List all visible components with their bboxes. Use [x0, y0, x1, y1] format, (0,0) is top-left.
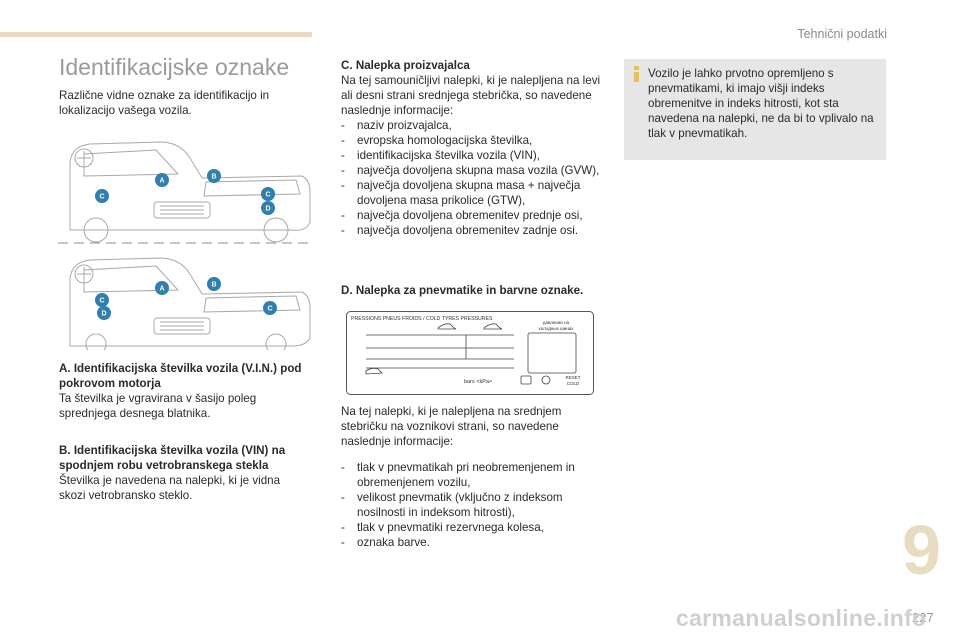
list-item: oznaka barve.	[341, 535, 611, 550]
vehicle-illustration: A B C C D A B C D C	[58, 141, 311, 350]
section-c-list: naziv proizvajalca, evropska homologacij…	[341, 118, 611, 238]
marker-d-top: D	[265, 206, 270, 213]
info-icon	[634, 66, 639, 82]
page-number: 227	[912, 610, 934, 625]
marker-b-bottom: B	[211, 282, 216, 289]
label-cyrillic-1: давление на	[543, 320, 570, 325]
label-cold: COLD	[567, 381, 580, 386]
section-b-heading: B. Identifikacijska številka vozila (VIN…	[59, 444, 286, 472]
section-a-body: Ta številka je vgravirana v šasijo poleg…	[59, 392, 257, 420]
marker-a-top: A	[159, 178, 164, 185]
section-c: C. Nalepka proizvajalca Na tej samouničl…	[341, 58, 611, 238]
section-header: Tehnični podatki	[797, 27, 887, 41]
list-item: evropska homologacijska številka,	[341, 133, 611, 148]
section-d-heading: D. Nalepka za pnevmatike in barvne oznak…	[341, 284, 584, 297]
marker-c-bottom-left: C	[99, 298, 104, 305]
header-accent-bar	[0, 32, 312, 37]
section-c-body: Na tej samouničljivi nalepki, ki je nale…	[341, 74, 601, 117]
section-d-description: Na tej nalepki, ki je nalepljena na sred…	[341, 405, 562, 448]
list-item: tlak v pnevmatikah pri neobremenjenem in…	[341, 460, 611, 490]
marker-c-top-left: C	[99, 194, 104, 201]
section-a: A. Identifikacijska številka vozila (V.I…	[59, 361, 304, 421]
section-b: B. Identifikacijska številka vozila (VIN…	[59, 443, 309, 503]
label-units: bars <kPa>	[464, 379, 492, 385]
section-c-heading: C. Nalepka proizvajalca	[341, 59, 470, 72]
list-item: največja dovoljena obremenitev zadnje os…	[341, 223, 611, 238]
marker-c-bottom-right: C	[267, 306, 272, 313]
list-item: največja dovoljena skupna masa vozila (G…	[341, 163, 611, 178]
info-box: Vozilo je lahko prvotno opremljeno s pne…	[624, 59, 886, 160]
label-top-text: PRESSIONS PNEUS FROIDS / COLD TYRES PRES…	[351, 316, 493, 322]
list-item: največja dovoljena obremenitev prednje o…	[341, 208, 611, 223]
marker-d-bottom: D	[101, 311, 106, 318]
tyre-pressure-label: PRESSIONS PNEUS FROIDS / COLD TYRES PRES…	[346, 311, 594, 395]
label-cyrillic-2: холодных шинах	[539, 326, 575, 331]
info-text: Vozilo je lahko prvotno opremljeno s pne…	[648, 67, 874, 140]
label-reset: RESET	[565, 375, 580, 380]
chapter-number: 9	[902, 511, 941, 589]
list-item: velikost pnevmatik (vključno z indeksom …	[341, 490, 611, 520]
intro-text: Različne vidne oznake za identifikacijo …	[59, 89, 270, 117]
list-item: identifikacijska številka vozila (VIN),	[341, 148, 611, 163]
marker-a-bottom: A	[159, 286, 164, 293]
section-a-heading: A. Identifikacijska številka vozila (V.I…	[59, 362, 302, 390]
marker-b-top: B	[211, 174, 216, 181]
list-item: naziv proizvajalca,	[341, 118, 611, 133]
section-b-body: Številka je navedena na nalepki, ki je v…	[59, 474, 281, 502]
marker-c-top-right: C	[265, 192, 270, 199]
watermark: carmanualsonline.info	[676, 605, 927, 631]
page-title: Identifikacijske oznake	[59, 54, 290, 80]
section-d-list: tlak v pnevmatikah pri neobremenjenem in…	[341, 460, 611, 550]
list-item: največja dovoljena skupna masa + največj…	[341, 178, 611, 208]
list-item: tlak v pnevmatiki rezervnega kolesa,	[341, 520, 611, 535]
